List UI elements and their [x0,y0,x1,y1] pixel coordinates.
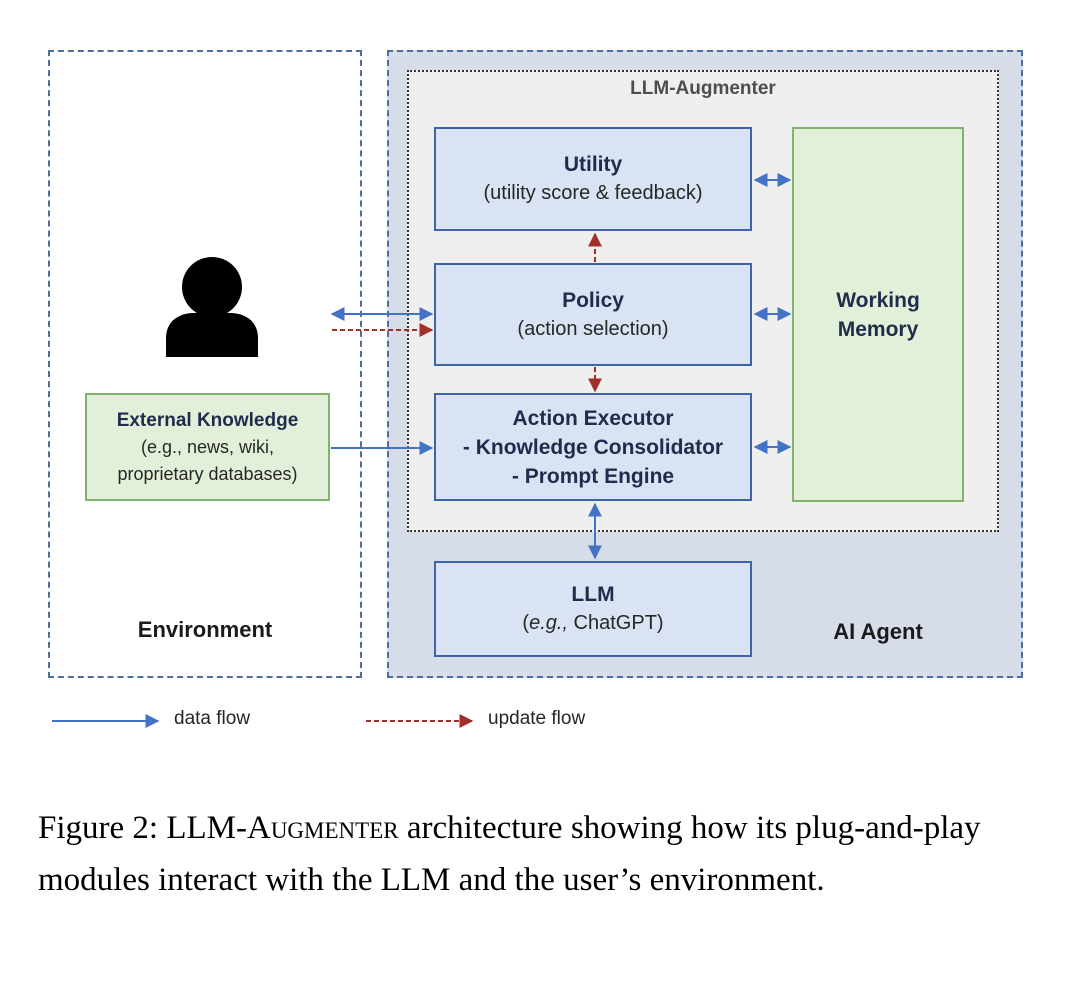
legend-update-flow-label: update flow [488,708,586,729]
legend-data-flow-label: data flow [174,708,251,729]
llm-box: LLM (e.g., ChatGPT) [434,561,752,657]
llm-title: LLM [571,583,615,606]
external-line2: (e.g., news, wiki, [140,436,275,457]
environment-label: Environment [137,617,273,642]
policy-box: Policy (action selection) [434,263,752,366]
policy-subtitle: (action selection) [517,317,669,340]
utility-subtitle: (utility score & feedback) [483,182,703,204]
llm-subtitle-eg: e.g., [529,612,568,634]
action-executor-box: Action Executor - Knowledge Consolidator… [434,393,752,501]
llm-subtitle-rest: ChatGPT) [568,612,664,634]
external-line3: proprietary databases) [117,463,298,484]
working-memory-box: Working Memory [792,127,964,502]
figure-caption: Figure 2: LLM-Augmenter architecture sho… [38,802,1048,906]
environment-region [48,50,362,678]
executor-prompt-engine: - Prompt Engine [511,464,675,488]
user-icon [166,257,258,357]
llm-subtitle: (e.g., ChatGPT) [522,609,663,638]
executor-knowledge-consolidator: - Knowledge Consolidator [462,435,724,459]
llm-subtitle-open: ( [522,612,530,634]
external-knowledge-box: External Knowledge (e.g., news, wiki, pr… [85,393,330,501]
executor-title: Action Executor [512,406,674,430]
caption-prefix: Figure 2: LLM- [38,810,247,846]
utility-box: Utility (utility score & feedback) [434,127,752,231]
memory-line1: Working [836,288,920,312]
ai-agent-label: AI Agent [833,619,923,644]
caption-smallcaps: Augmenter [246,810,399,846]
policy-title: Policy [562,288,624,312]
memory-line2: Memory [837,317,919,341]
utility-title: Utility [563,153,623,176]
llm-augmenter-title: LLM-Augmenter [630,78,776,99]
caption-rest: architecture showing how its plug-and-pl… [38,810,981,898]
external-title: External Knowledge [116,409,299,431]
